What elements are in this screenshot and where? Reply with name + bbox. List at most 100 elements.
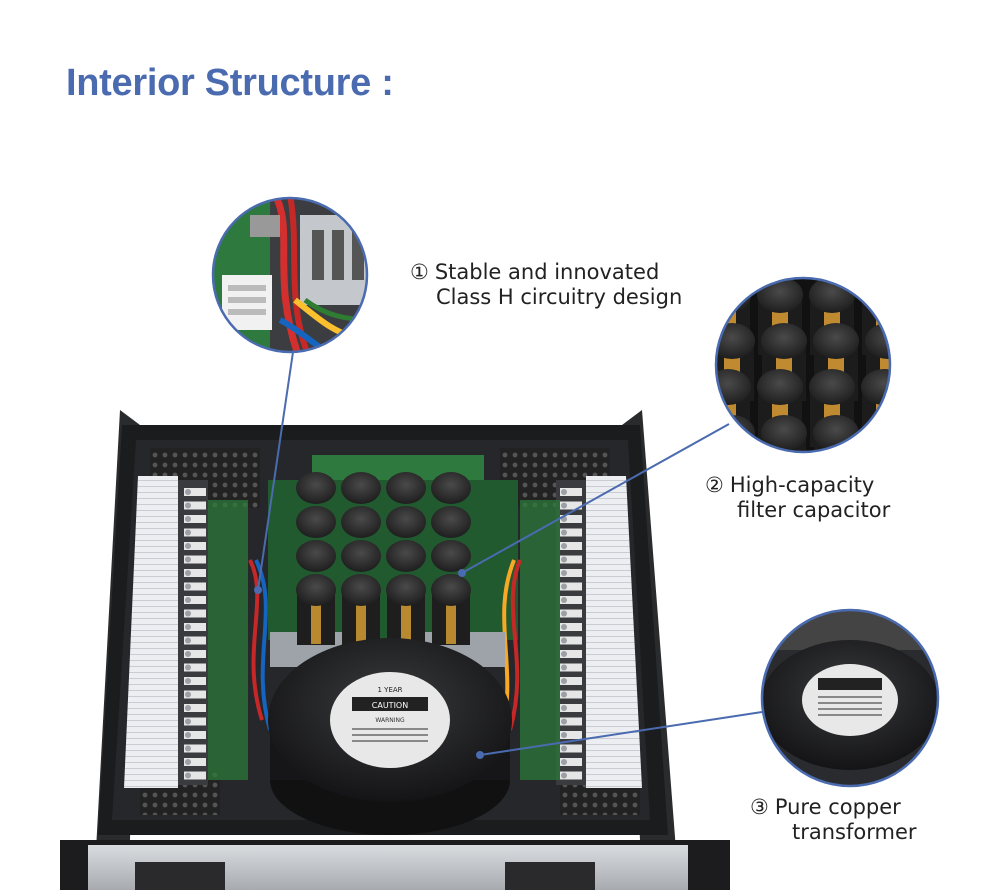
callout-line1: Pure copper bbox=[774, 795, 901, 819]
transistor-screw bbox=[561, 705, 567, 711]
transistor-screw bbox=[185, 529, 191, 536]
zoom-capacitor-detail bbox=[714, 276, 892, 454]
transistor bbox=[560, 623, 582, 631]
transistor-screw bbox=[561, 543, 567, 549]
transistor bbox=[560, 744, 582, 753]
transistor-screw bbox=[561, 502, 567, 509]
transistor-screw bbox=[185, 489, 191, 495]
transistor bbox=[184, 501, 206, 510]
capacitor-top bbox=[296, 574, 336, 606]
transistor-screw bbox=[185, 718, 191, 725]
transistor bbox=[184, 515, 206, 523]
transistor bbox=[560, 582, 582, 591]
zoom-transformer-detail bbox=[760, 608, 940, 788]
transistor bbox=[560, 731, 582, 739]
transistor bbox=[560, 555, 582, 564]
callout-number: ① bbox=[410, 260, 429, 284]
transistor-screw bbox=[561, 772, 567, 779]
transistor-screw bbox=[561, 759, 567, 765]
transistor-screw bbox=[561, 489, 567, 495]
transistor-screw bbox=[561, 691, 567, 698]
transistor bbox=[560, 528, 582, 537]
transistor-screw bbox=[185, 556, 191, 563]
transistor bbox=[560, 542, 582, 550]
callout-line1: High-capacity bbox=[729, 473, 875, 497]
power-transistors-left bbox=[184, 488, 206, 780]
capacitor-top bbox=[296, 472, 336, 504]
transistor bbox=[184, 488, 206, 496]
capacitor-top bbox=[431, 540, 471, 572]
capacitor-top bbox=[386, 472, 426, 504]
capacitor-top bbox=[296, 540, 336, 572]
transistor bbox=[184, 690, 206, 699]
transistor-screw bbox=[561, 745, 567, 752]
transistor-screw bbox=[185, 745, 191, 752]
capacitor-sleeve bbox=[356, 596, 366, 644]
transistor-screw bbox=[561, 556, 567, 563]
transistor bbox=[184, 731, 206, 739]
capacitor-top bbox=[431, 506, 471, 538]
filter-capacitor-bank bbox=[296, 472, 471, 645]
callout-line1: Stable and innovated bbox=[434, 260, 660, 284]
zoom-capacitor-top bbox=[861, 369, 890, 405]
transistor bbox=[184, 609, 206, 618]
callout-line2: Class H circuitry design bbox=[436, 285, 683, 309]
zoom-capacitor-top bbox=[813, 323, 859, 359]
zoom-capacitor-top bbox=[757, 369, 803, 405]
transistor-screw bbox=[185, 583, 191, 590]
transistor-screw bbox=[185, 543, 191, 549]
transistor bbox=[184, 744, 206, 753]
transistor-screw bbox=[561, 610, 567, 617]
capacitor-sleeve bbox=[446, 596, 456, 644]
transistor-screw bbox=[561, 583, 567, 590]
zoom-capacitor-top bbox=[716, 369, 751, 405]
transistor bbox=[184, 542, 206, 550]
transistor-screw bbox=[561, 678, 567, 684]
transistor bbox=[560, 758, 582, 766]
transistor bbox=[184, 582, 206, 591]
transistor-screw bbox=[561, 570, 567, 576]
transistor bbox=[560, 650, 582, 658]
transistor-screw bbox=[561, 732, 567, 738]
transistor-screw bbox=[185, 597, 191, 603]
capacitor-top bbox=[386, 506, 426, 538]
callout-number: ③ bbox=[750, 795, 769, 819]
transistor-screw bbox=[185, 691, 191, 698]
transistor bbox=[184, 677, 206, 685]
transistor bbox=[560, 704, 582, 712]
transistor bbox=[560, 690, 582, 699]
transistor bbox=[184, 758, 206, 766]
transistor-screw bbox=[185, 705, 191, 711]
pointer-lines bbox=[257, 351, 763, 756]
callout-number: ② bbox=[705, 473, 724, 497]
zoom-capacitor-top bbox=[757, 278, 803, 313]
toroidal-transformer: CAUTION 1 YEAR WARNING bbox=[268, 638, 512, 835]
capacitor-sleeve bbox=[311, 596, 321, 644]
transistor bbox=[560, 569, 582, 577]
transistor bbox=[184, 717, 206, 726]
transistor-screw bbox=[561, 597, 567, 603]
transistor bbox=[184, 650, 206, 658]
transistor-screw bbox=[185, 610, 191, 617]
transistor bbox=[560, 677, 582, 685]
transistor bbox=[184, 569, 206, 577]
transistor bbox=[184, 555, 206, 564]
capacitor-top bbox=[341, 506, 381, 538]
transistor bbox=[560, 717, 582, 726]
capacitor-top bbox=[386, 574, 426, 606]
zoom-capacitor-top bbox=[761, 415, 807, 451]
transformer-warranty-text: 1 YEAR bbox=[377, 686, 402, 694]
callout-line2: filter capacitor bbox=[737, 498, 891, 522]
transistor bbox=[560, 488, 582, 496]
transistor-screw bbox=[185, 732, 191, 738]
transformer-warning-text: WARNING bbox=[375, 717, 405, 724]
transistor bbox=[560, 501, 582, 510]
transistor-screw bbox=[185, 772, 191, 779]
transformer-caution-text: CAUTION bbox=[372, 701, 408, 710]
transistor-screw bbox=[561, 651, 567, 657]
transistor-screw bbox=[561, 718, 567, 725]
transistor bbox=[184, 636, 206, 645]
